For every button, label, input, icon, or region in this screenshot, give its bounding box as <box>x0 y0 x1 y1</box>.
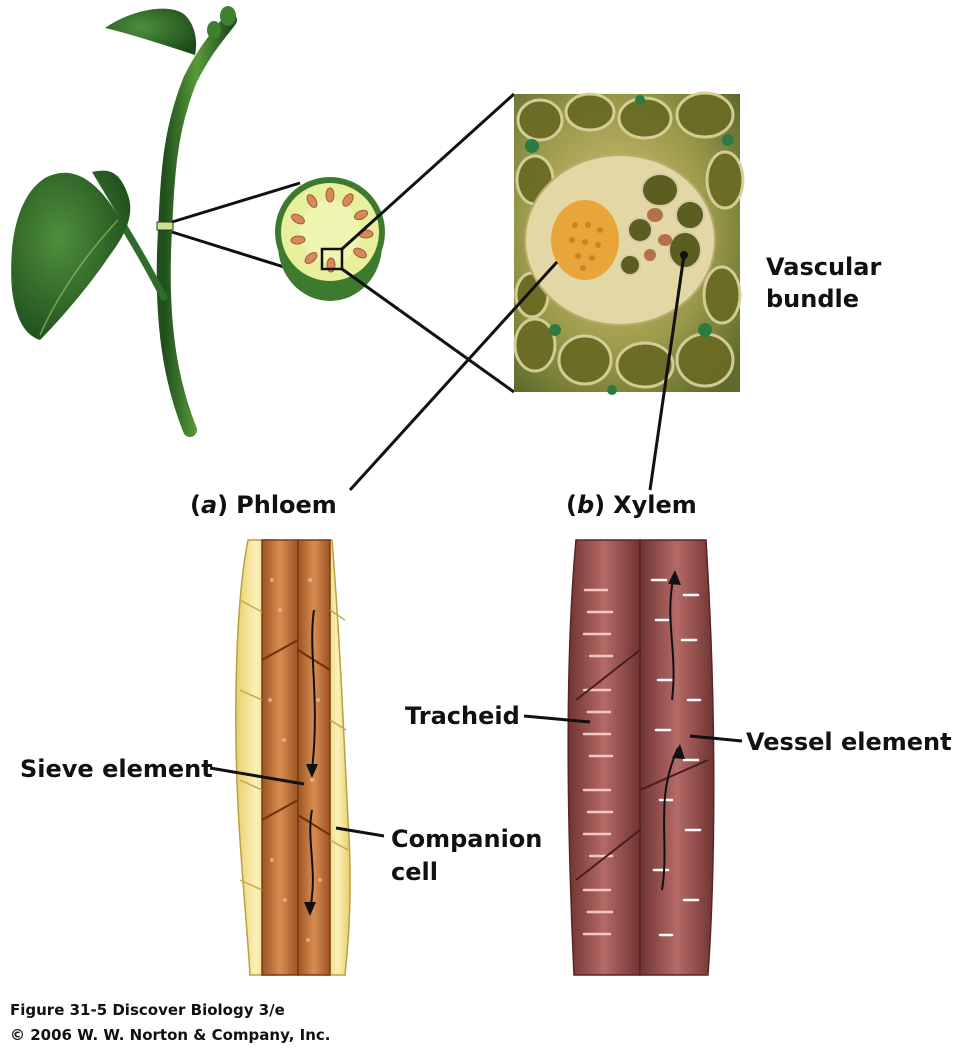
phloem-label: Phloem <box>236 491 337 519</box>
sieve-leader-line <box>209 766 305 786</box>
phloem-leader-line <box>348 260 559 492</box>
vessel-element-label: Vessel element <box>746 728 952 756</box>
zoom-lines-stem <box>171 181 301 274</box>
phloem-title: (a)Phloem <box>190 491 337 519</box>
plant-illustration <box>11 6 237 437</box>
plant-stem <box>156 13 237 437</box>
phloem-diagram <box>235 539 351 976</box>
companion-cell-label-line2: cell <box>391 858 438 886</box>
tracheid-label: Tracheid <box>405 702 520 730</box>
figure-caption-line2: © 2006 W. W. Norton & Company, Inc. <box>10 1026 330 1044</box>
xylem-diagram <box>567 539 715 976</box>
phloem-letter: a <box>201 491 217 519</box>
zoom-lines-bundle <box>340 92 516 394</box>
sieve-element-label: Sieve element <box>20 755 213 783</box>
vessel-leader-line <box>689 734 743 743</box>
leader-lines-cells <box>209 714 743 838</box>
xylem-title: (b)Xylem <box>566 491 697 519</box>
vascular-bundle-label-line1: Vascular <box>766 253 881 281</box>
stem-cross-section <box>275 177 385 301</box>
vascular-bundles <box>290 187 374 273</box>
vascular-bundle-label-line2: bundle <box>766 285 859 313</box>
companion-cell-label-line1: Companion <box>391 825 542 853</box>
companion-leader-line <box>335 826 385 838</box>
figure-caption-line1: Figure 31-5 Discover Biology 3/e <box>10 1001 285 1019</box>
bud <box>220 6 236 26</box>
large-leaf <box>11 170 131 340</box>
xylem-label: Xylem <box>613 491 697 519</box>
tracheid-leader-line <box>523 714 591 724</box>
xylem-leader-line <box>648 254 686 491</box>
leader-lines-micrograph <box>348 254 686 492</box>
top-leaf <box>105 8 197 55</box>
bundle-highlight-box <box>320 247 344 271</box>
bud <box>207 21 221 39</box>
stem-cut-marker <box>156 221 174 231</box>
vascular-bundle-micrograph <box>513 91 745 395</box>
xylem-letter: b <box>577 491 594 519</box>
